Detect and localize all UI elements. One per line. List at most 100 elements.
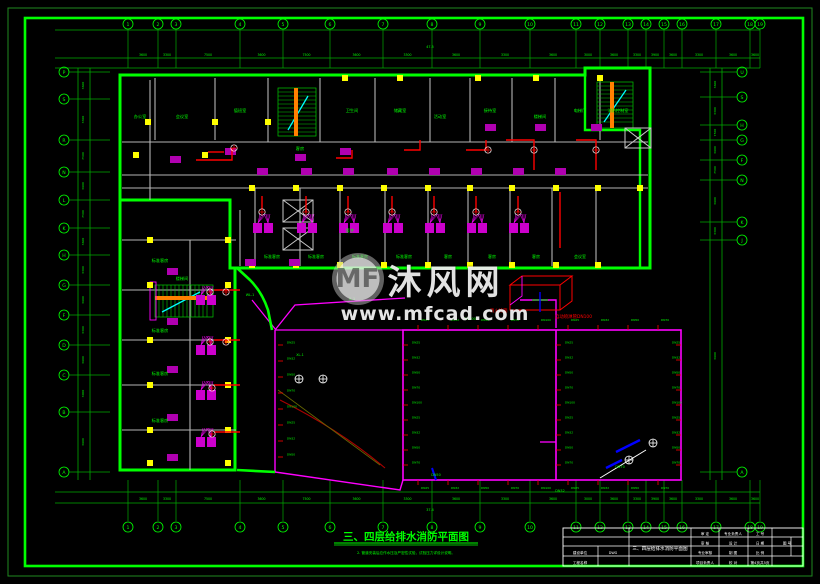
riser-symbol — [484, 146, 492, 154]
column-marker — [249, 185, 255, 191]
column-marker — [225, 282, 231, 288]
dimension-value: 3600 — [452, 53, 460, 57]
pipe-tag — [591, 124, 602, 131]
room-label: 消防控制室 — [608, 107, 629, 114]
pipe-tag — [257, 168, 268, 175]
column-marker — [147, 237, 153, 243]
pipe-size-label: DN70 — [412, 386, 420, 390]
dimension-value: 3300 — [81, 326, 85, 334]
grid-bubble-label: D — [62, 343, 66, 349]
titleblock-label: 项目负责人 — [696, 560, 714, 565]
pipe-size-label: DN32 — [601, 318, 609, 322]
page-title: 三、四层给排水消防平面图 — [343, 530, 469, 543]
grid-bubble-label: G — [740, 138, 744, 144]
titleblock-label: 建设单位 — [573, 550, 588, 555]
dimension-value: 7500 — [204, 53, 212, 57]
red-annotation-notes: 消火栓箱 自动喷淋管DN100 — [490, 307, 592, 320]
pipe-size-label: DN70 — [672, 461, 680, 465]
grid-bubble-label: 15 — [661, 22, 667, 28]
pipe-size-label: DN70 — [565, 386, 573, 390]
grid-bubble-label: H — [62, 253, 65, 259]
pipe-size-label: DN32 — [672, 431, 680, 435]
pipe-size-label: DN100 — [541, 318, 551, 322]
titleblock-label: 日 期 — [756, 541, 765, 546]
dimension-value: 3600 — [549, 497, 557, 501]
dimension-value: 3600 — [729, 497, 737, 501]
room-label: 客房 — [444, 253, 452, 259]
riser-symbol — [206, 338, 214, 346]
fixture-group — [383, 213, 403, 233]
leader-label: DN100 — [464, 317, 476, 321]
titleblock-label: 校 对 — [729, 560, 738, 565]
room-label: 客房 — [488, 253, 496, 259]
grid-bubble-label: F — [741, 158, 744, 164]
grid-bubble-label: G — [62, 283, 66, 289]
dimension-value: 3300 — [633, 497, 641, 501]
pipe-tag — [301, 168, 312, 175]
room-label: 卫生间 — [346, 107, 359, 114]
sheet-inner-border — [23, 16, 805, 568]
pipe-tag — [343, 168, 354, 175]
column-marker — [225, 460, 231, 466]
riser-symbol — [206, 288, 214, 296]
sprinkler-heads — [294, 374, 658, 465]
sprinkler-plan-lower[interactable]: DN25DN32DN50DN70DN100DN25DN32DN50DN70DN2… — [236, 267, 682, 491]
room-label: 接待室 — [484, 107, 497, 114]
column-marker — [425, 185, 431, 191]
pipe-size-label: DN70 — [661, 318, 669, 322]
stair-symbol-right — [596, 81, 634, 129]
dimension-value: 3300 — [403, 497, 411, 501]
riser-symbol — [344, 208, 352, 216]
sprinkler-head — [318, 374, 328, 384]
titleblock-label: 第4页共5页 — [751, 560, 770, 565]
svg-text:自动喷淋管DN100: 自动喷淋管DN100 — [555, 313, 592, 320]
grid-bubble-label: 13 — [625, 22, 631, 28]
dimension-value: 3000 — [584, 497, 592, 501]
grid-bubble — [640, 521, 652, 533]
column-marker — [475, 75, 481, 81]
riser-symbol — [530, 146, 538, 154]
pipe-size-label: DN25 — [672, 341, 680, 345]
titleblock-label: 制 图 — [729, 550, 738, 555]
riser-symbols — [206, 144, 600, 438]
titleblock-label: 图 号 — [783, 541, 792, 546]
dimension-value: 3600 — [257, 497, 265, 501]
pipe-size-label: DN50 — [631, 318, 639, 322]
room-label: 楼梯间 — [534, 113, 547, 120]
room-label: 客房 — [532, 253, 540, 259]
room-label: 储藏室 — [394, 107, 407, 114]
column-marker — [337, 185, 343, 191]
pipe-size-label: DN32 — [601, 486, 609, 490]
pipe-size-label: DN70 — [412, 461, 420, 465]
fixture-group — [253, 213, 273, 233]
grid-bubble — [277, 521, 289, 533]
grid-bubble-label: 14 — [643, 22, 649, 28]
pipe-size-label: DN32 — [565, 356, 573, 360]
pipe-size-label: DN50 — [481, 486, 489, 490]
upper-floor-plan[interactable]: 办公室会议室值班室客房卫生间储藏室活动室接待室楼梯间电梯厅消防控制室管井标准客房… — [118, 66, 652, 472]
leader-label: JL-1 — [348, 297, 355, 301]
pipe-tag — [471, 168, 482, 175]
dimension-value: 3600 — [549, 53, 557, 57]
column-marker — [381, 262, 387, 268]
column-marker — [533, 75, 539, 81]
column-marker — [637, 185, 643, 191]
dimension-value: 3300 — [501, 53, 509, 57]
dimension-value: 3600 — [352, 497, 360, 501]
riser-symbol — [514, 208, 522, 216]
grid-bubble-label: S — [741, 95, 744, 101]
grid-bubble-label: 12 — [597, 22, 603, 28]
riser-symbol — [472, 208, 480, 216]
pipe-tag — [167, 318, 178, 325]
leader-label: XL-1 — [296, 353, 304, 357]
grid-bubble — [152, 521, 164, 533]
grid-bubble-label: R — [62, 138, 66, 144]
pipe-tag — [167, 454, 178, 461]
title-block[interactable]: 三、四层给排水消防平面图 审 定专业负责人工 号审 核设 计日 期图 号专业审核… — [562, 527, 804, 567]
pipe-tag — [387, 168, 398, 175]
grid-bubble — [676, 521, 688, 533]
